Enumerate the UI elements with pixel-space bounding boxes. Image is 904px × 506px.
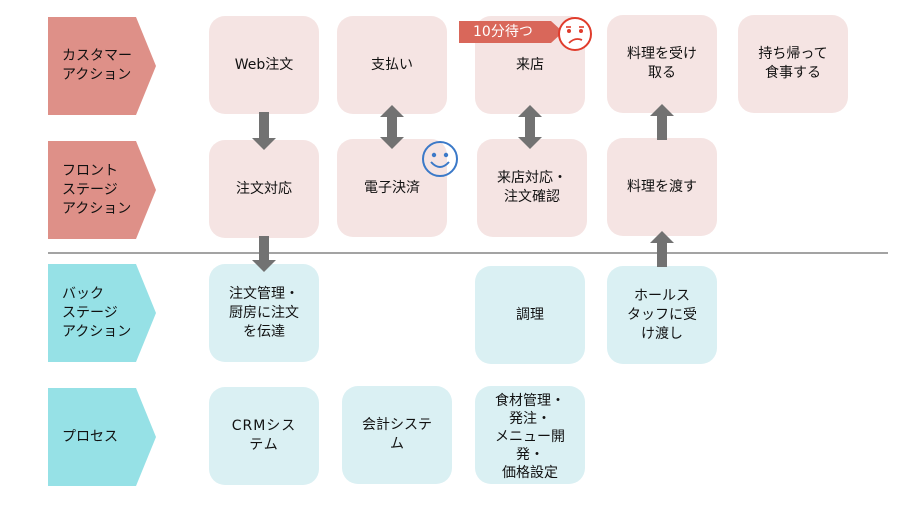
card-crm-system: CRMシス テム [209,387,319,485]
card-reception-check: 来店対応・ 注文確認 [477,139,587,237]
lane-back-stage-shape [48,264,156,362]
card-web-order: Web注文 [209,16,319,114]
wait-time-badge: 10分待つ [459,21,563,43]
card-e-payment: 電子決済 [337,139,447,237]
lane-customer-action-shape [48,17,156,115]
lane-front-stage: フロント ステージ アクション [48,141,156,239]
arrow-up-icon [650,231,674,267]
card-receive-food: 料理を受け 取る [607,15,717,113]
card-handover-staff: ホールス タッフに受 け渡し [607,266,717,364]
line-of-visibility [48,252,888,254]
card-take-home: 持ち帰って 食事する [738,15,848,113]
arrow-down-icon [252,112,276,150]
lane-process: プロセス [48,388,156,486]
happy-face-icon [422,141,458,177]
lane-label: バック ステージ アクション [62,285,132,340]
card-payment: 支払い [337,16,447,114]
lane-customer-action: カスタマー アクション [48,17,156,115]
arrow-bidirectional-icon [380,105,404,149]
lane-process-shape [48,388,156,486]
lane-label: カスタマー アクション [62,48,132,83]
arrow-down-icon [252,236,276,272]
card-order-handling: 注文対応 [209,140,319,238]
sad-face-icon [558,17,592,51]
arrow-up-icon [650,104,674,140]
badge-shape [459,21,563,43]
lane-label: フロント ステージ アクション [62,162,132,217]
lane-front-stage-shape [48,141,156,239]
lane-back-stage: バック ステージ アクション [48,264,156,362]
card-hand-food: 料理を渡す [607,138,717,236]
wait-time-label: 10分待つ [473,24,533,40]
card-cooking: 調理 [475,266,585,364]
lane-label: プロセス [62,428,118,445]
arrow-bidirectional-icon [518,105,542,149]
card-order-management: 注文管理・ 厨房に注文 を伝達 [209,264,319,362]
card-accounting-system: 会計システ ム [342,386,452,484]
card-ingredient-management: 食材管理・ 発注・ メニュー開 発・ 価格設定 [475,386,585,484]
